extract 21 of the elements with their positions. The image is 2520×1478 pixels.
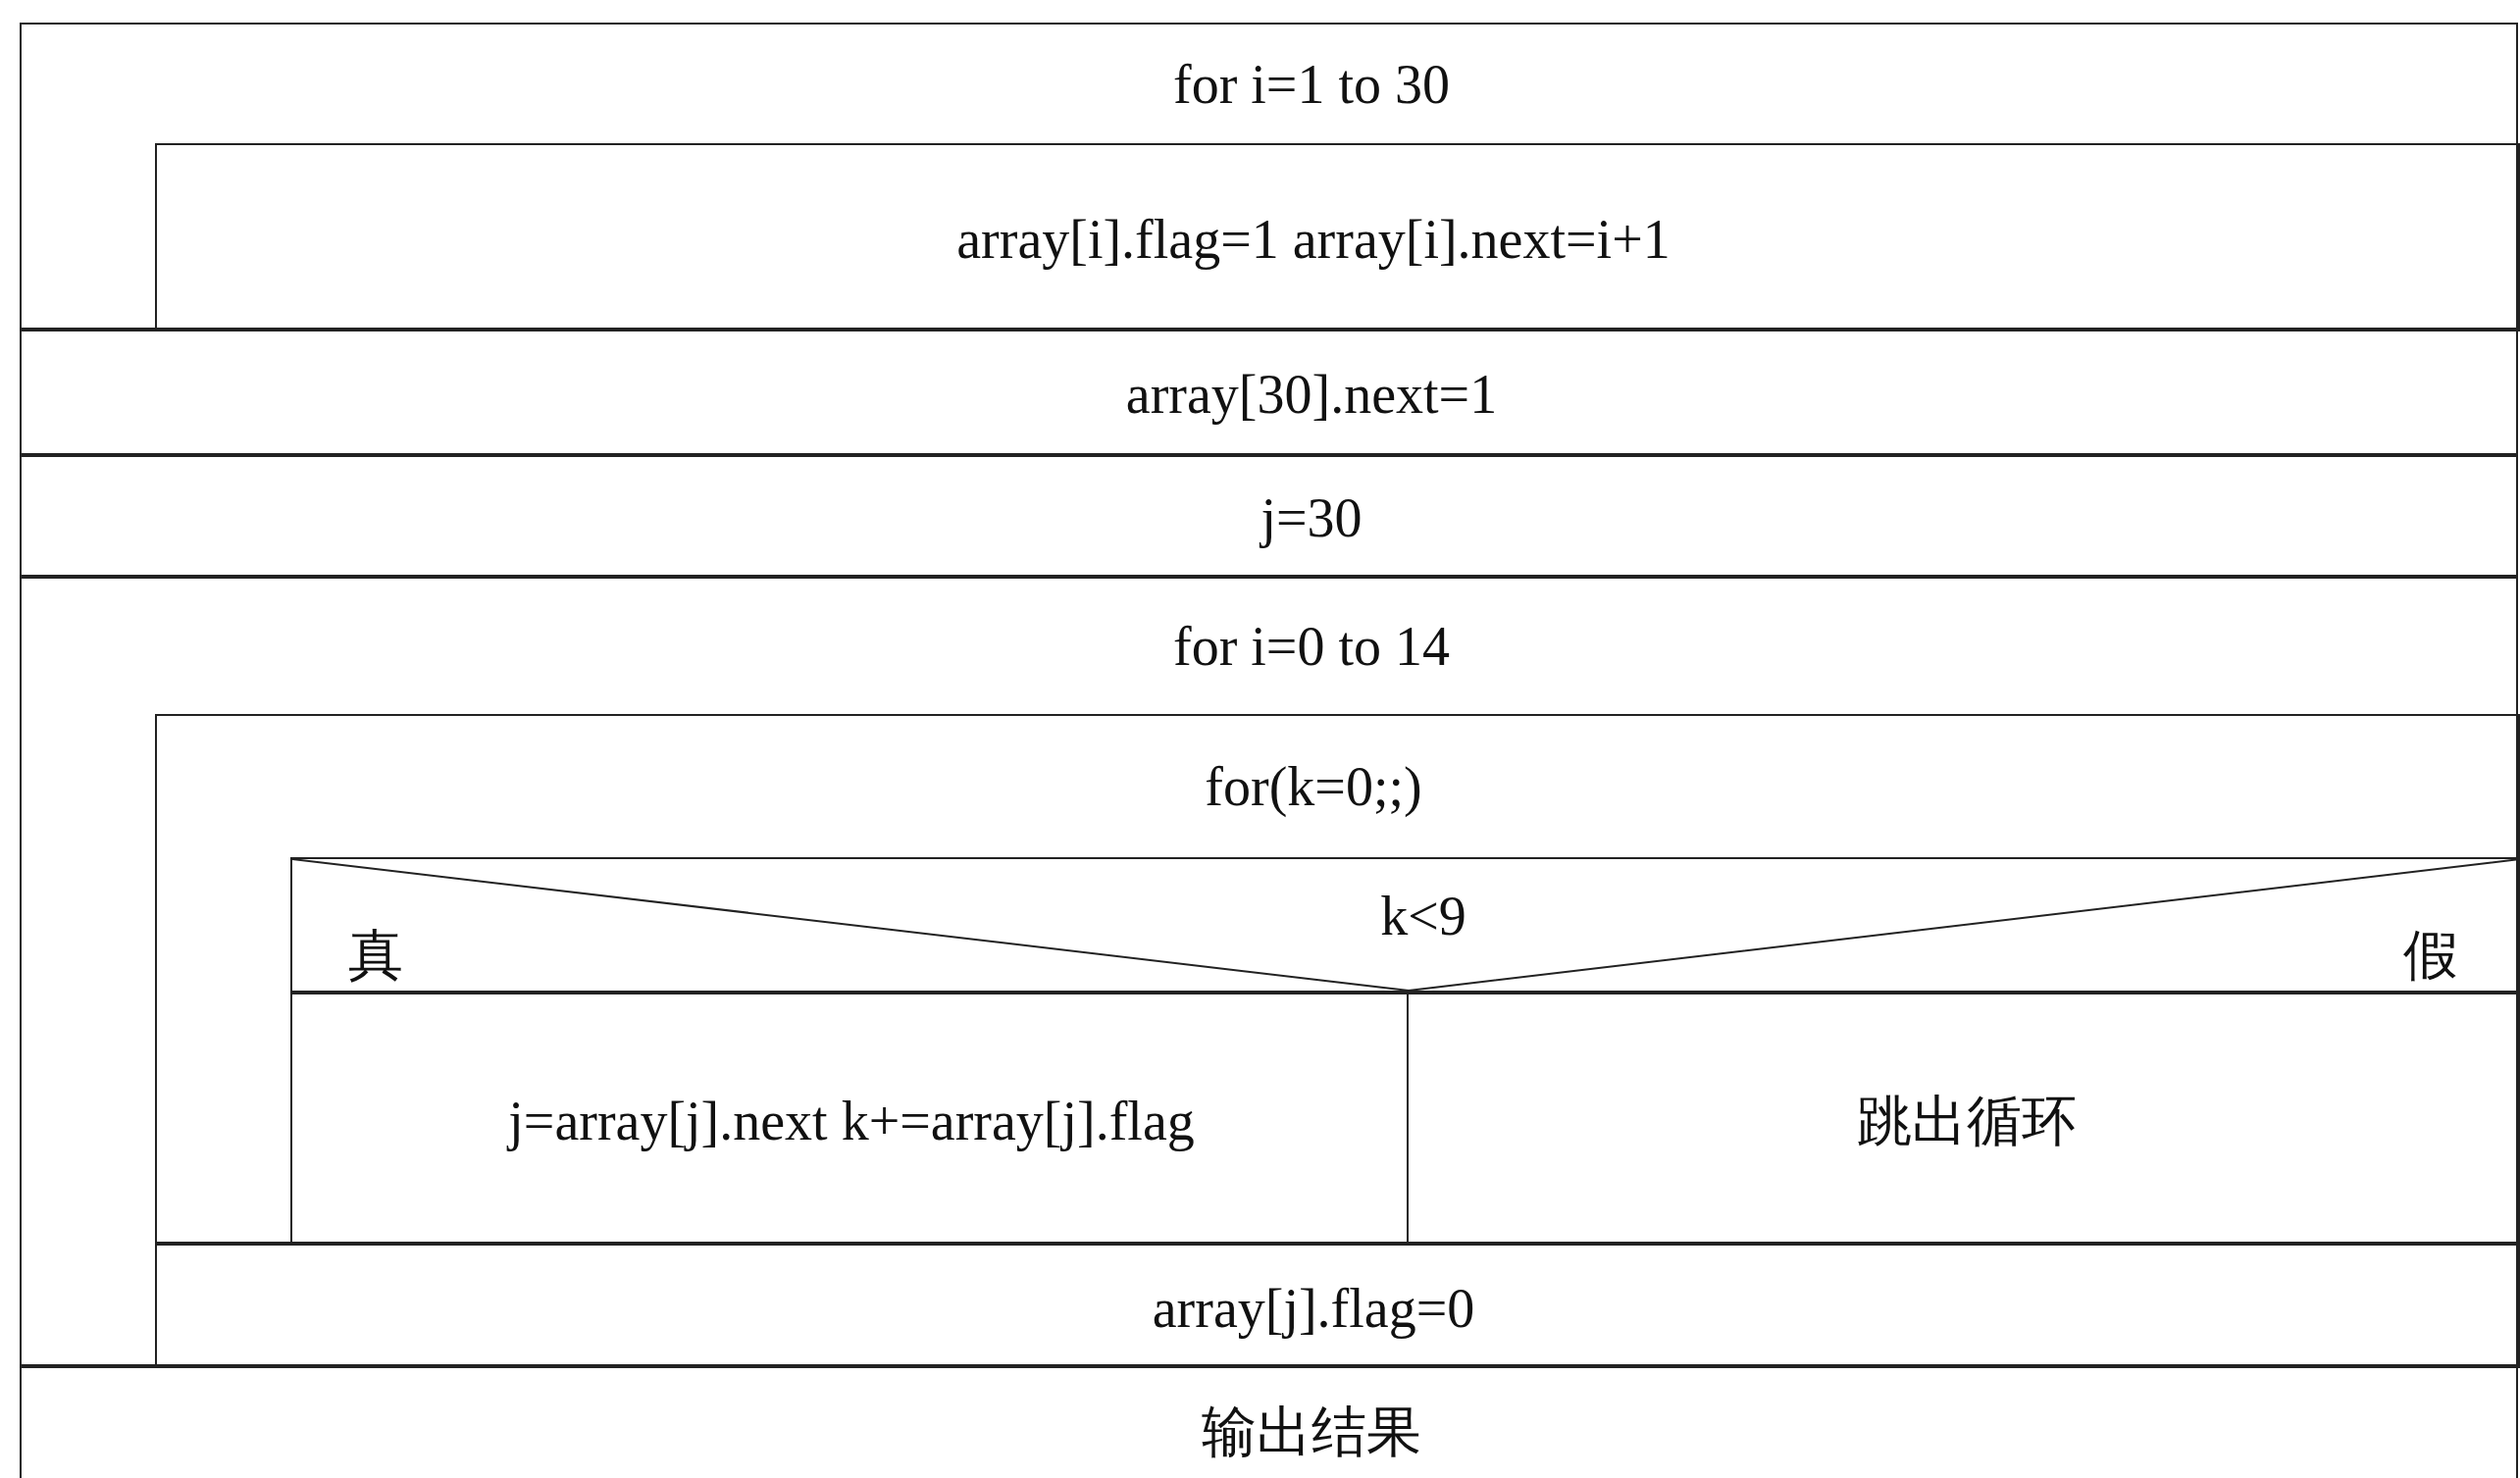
loop-header: for(k=0;;) [1205, 755, 1422, 818]
statement-text: array[30].next=1 [1124, 362, 1499, 427]
statement-text: j=array[j].next k+=array[j].flag [508, 1089, 1195, 1153]
branch-label: 真 [348, 924, 403, 989]
statement-box [155, 143, 2520, 331]
condition-text: k<9 [1380, 884, 1466, 947]
loop-box [155, 714, 2520, 1244]
statement-box [20, 455, 2518, 577]
statement-box [20, 1366, 2518, 1478]
statement-text: 跳出循环 [1855, 1089, 2078, 1153]
branch-label: 假 [2403, 924, 2458, 989]
loop-box [20, 23, 2518, 330]
loop-header: for i=1 to 30 [1173, 52, 1450, 116]
loop-header: for i=0 to 14 [1173, 615, 1450, 678]
statement-text: array[j].flag=0 [1151, 1276, 1476, 1341]
statement-text: j=30 [1259, 485, 1363, 550]
statement-text: array[i].flag=1 array[i].next=i+1 [955, 207, 1671, 272]
statement-text: 输出结果 [1201, 1400, 1422, 1464]
statement-box [20, 330, 2518, 455]
statement-box [155, 1244, 2520, 1368]
loop-box [20, 577, 2518, 1366]
